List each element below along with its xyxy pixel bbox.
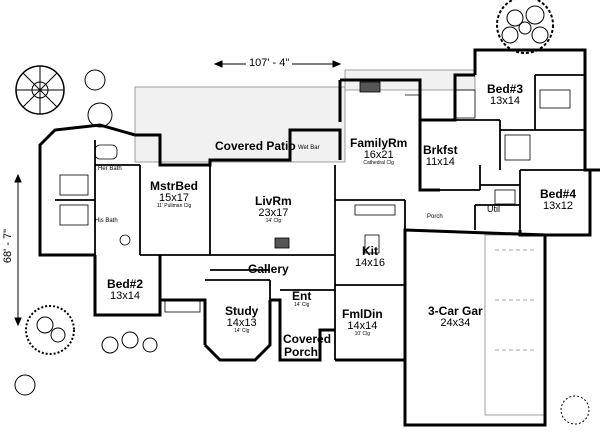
room-kit: Kit 14x16 [355, 245, 385, 269]
room-porch-name: Covered Porch [283, 332, 332, 359]
room-kit-size: 14x16 [355, 256, 385, 269]
tree-bottom-right [560, 395, 590, 425]
room-living: LivRm 23x17 14' Clg [255, 195, 292, 224]
room-bed3-size: 13x14 [490, 94, 520, 107]
room-mstr-name: MstrBed [150, 179, 199, 193]
room-study: Study 14x13 14' Clg [225, 305, 258, 334]
room-mstr-note: 11' Pullman Clg [156, 203, 192, 210]
room-bed3-name: Bed#3 [487, 82, 524, 96]
label-util: Util [487, 204, 500, 214]
room-family-size: 16x21 [363, 148, 394, 161]
room-patio-name: Covered Patio [215, 139, 296, 153]
room-study-size: 14x13 [226, 316, 257, 329]
room-garage-size: 24x34 [440, 316, 471, 329]
room-garage: 3-Car Gar 24x34 [428, 305, 483, 329]
label-her-bath: Her Bath [98, 166, 122, 172]
overall-depth-dimension: 68' - 7" [2, 225, 15, 267]
room-bed4-name: Bed#4 [540, 187, 577, 201]
overall-width-dimension: 107' - 4" [246, 57, 293, 69]
driveway [484, 234, 546, 416]
room-brkfst: Brkfst 11x14 [423, 144, 458, 168]
room-fmldin-note: 10' Clg [354, 331, 371, 338]
room-porch: Covered Porch [283, 332, 332, 359]
room-fmldin-name: FmlDin [342, 307, 383, 321]
room-fmldin: FmlDin 14x14 10' Clg [342, 308, 383, 337]
fixtures [59, 81, 571, 313]
room-ent: Ent 14' Clg [292, 290, 311, 308]
room-family: FamilyRm 16x21 Cathedral Clg [350, 137, 407, 166]
room-patio: Covered Patio [215, 140, 296, 153]
room-bed2-name: Bed#2 [107, 277, 144, 291]
room-living-name: LivRm [255, 194, 292, 208]
room-living-note: 14' Clg [265, 218, 282, 225]
room-study-name: Study [225, 304, 259, 318]
exterior-walls [38, 48, 600, 427]
room-bed2: Bed#2 13x14 [107, 278, 143, 302]
room-bed2-size: 13x14 [110, 289, 140, 302]
room-kit-name: Kit [361, 244, 378, 258]
room-fmldin-size: 14x14 [347, 319, 378, 332]
room-brkfst-size: 11x14 [425, 155, 455, 168]
label-his-bath: His Bath [95, 218, 118, 224]
room-bed4-size: 13x12 [543, 199, 573, 212]
room-bed3: Bed#3 13x14 [487, 83, 523, 107]
room-bed4: Bed#4 13x12 [540, 188, 576, 212]
tree-bottom-left [14, 305, 158, 396]
room-mstr-size: 15x17 [159, 191, 189, 204]
room-living-size: 23x17 [258, 206, 289, 219]
label-wet-bar: Wet Bar [298, 145, 320, 151]
tree-top-left [15, 65, 113, 128]
room-gallery-name: Gallery [248, 262, 289, 276]
room-study-note: 14' Clg [233, 328, 250, 335]
room-family-name: FamilyRm [350, 136, 408, 150]
room-mstr: MstrBed 15x17 11' Pullman Clg [150, 180, 198, 209]
interior-walls [55, 74, 585, 360]
room-brkfst-name: Brkfst [423, 143, 458, 157]
room-family-note: Cathedral Clg [363, 160, 394, 167]
room-garage-name: 3-Car Gar [428, 304, 483, 318]
room-gallery: Gallery [248, 263, 289, 276]
tree-top-right [496, 0, 554, 54]
label-porch-small: Porch [427, 214, 443, 220]
patio-slab [134, 69, 476, 163]
room-ent-note: 14' Clg [293, 301, 310, 308]
room-ent-name: Ent [292, 289, 312, 303]
